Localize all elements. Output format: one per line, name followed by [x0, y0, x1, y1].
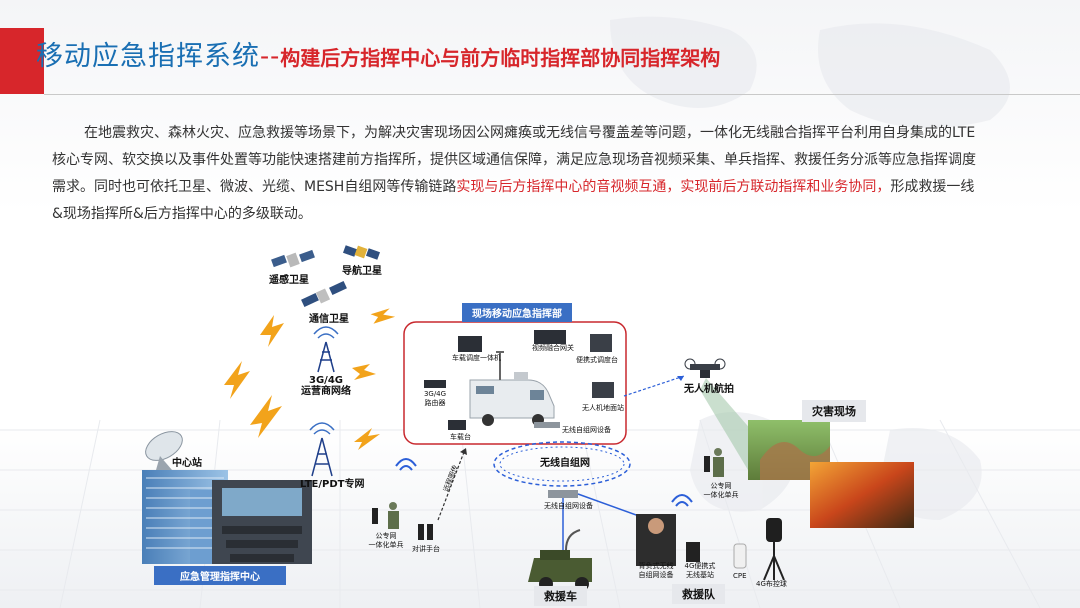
label-center-station: 中心站	[172, 458, 202, 469]
rescue-vehicle-icon	[528, 530, 592, 591]
rescue-vehicle-banner: 救援车	[534, 586, 587, 606]
cell-tower-icon	[314, 327, 338, 372]
label-router-line2: 路由器	[418, 399, 452, 408]
soldier-unit-right-icon	[704, 448, 724, 477]
label-public-unit-left-line2: 一体化单兵	[362, 541, 410, 550]
label-portable-bs-line2: 无线基站	[678, 571, 722, 580]
label-router-line1: 3G/4G	[418, 390, 452, 399]
label-drone: 无人机航拍	[684, 384, 734, 395]
mesh-device-icon	[548, 490, 578, 498]
control-room-image	[212, 480, 312, 564]
label-backpack-line2: 自组网设备	[632, 571, 680, 580]
label-portable-base-station: 4G便携式 无线基站	[678, 562, 722, 580]
label-vehicle-dispatch: 车载调度一体机	[452, 354, 501, 363]
remote-sensing-satellite-icon	[271, 250, 315, 268]
portable-base-station-icon	[686, 542, 700, 562]
disaster-site-banner: 灾害现场	[802, 400, 866, 422]
label-cpe: CPE	[733, 572, 747, 581]
label-public-unit-left: 公专网 一体化单兵	[362, 532, 410, 550]
label-carrier-network-line2: 运营商网络	[300, 386, 352, 397]
label-walkie: 对讲手台	[412, 545, 440, 554]
lte-tower-icon	[310, 423, 334, 476]
command-center-banner: 应急管理指挥中心	[154, 566, 286, 585]
label-backpack-device: 背负式无线 自组网设备	[632, 562, 680, 580]
label-field-mesh-device: 无线自组网设备	[562, 426, 611, 435]
label-dome-camera: 4G布控球	[756, 580, 787, 589]
label-portable-console: 便携式调度台	[576, 356, 618, 365]
label-drone-station: 无人机地面站	[582, 404, 624, 413]
label-communication-satellite: 通信卫星	[309, 314, 349, 325]
label-public-unit-left-line1: 公专网	[362, 532, 410, 541]
label-router: 3G/4G 路由器	[418, 390, 452, 408]
label-public-unit-right-line2: 一体化单兵	[697, 491, 745, 500]
label-carrier-network: 3G/4G 运营商网络	[300, 375, 352, 397]
label-public-unit-right-line1: 公专网	[697, 482, 745, 491]
forest-fire-image	[810, 462, 914, 528]
drone-link-arrow	[624, 376, 684, 396]
drone-icon	[685, 359, 725, 378]
label-portable-bs-line1: 4G便携式	[678, 562, 722, 571]
label-remote-sensing-satellite: 遥感卫星	[269, 275, 309, 286]
soldier-unit-left-icon	[372, 502, 399, 529]
walkie-talkie-icon	[418, 524, 433, 540]
label-vehicle-radio: 车载台	[450, 433, 471, 442]
label-navigation-satellite: 导航卫星	[342, 266, 382, 277]
label-video-gateway: 视频融合网关	[532, 344, 574, 353]
label-public-unit-right: 公专网 一体化单兵	[697, 482, 745, 500]
rescue-team-banner: 救援队	[672, 584, 725, 604]
label-backpack-line1: 背负式无线	[632, 562, 680, 571]
field-hq-banner: 现场移动应急指挥部	[462, 303, 572, 322]
navigation-satellite-icon	[343, 245, 380, 260]
label-mesh-network: 无线自组网	[540, 458, 590, 469]
label-carrier-network-line1: 3G/4G	[300, 375, 352, 386]
label-lte-network: LTE/PDT专网	[300, 479, 364, 490]
label-mesh-device-bottom: 无线自组网设备	[544, 502, 593, 511]
